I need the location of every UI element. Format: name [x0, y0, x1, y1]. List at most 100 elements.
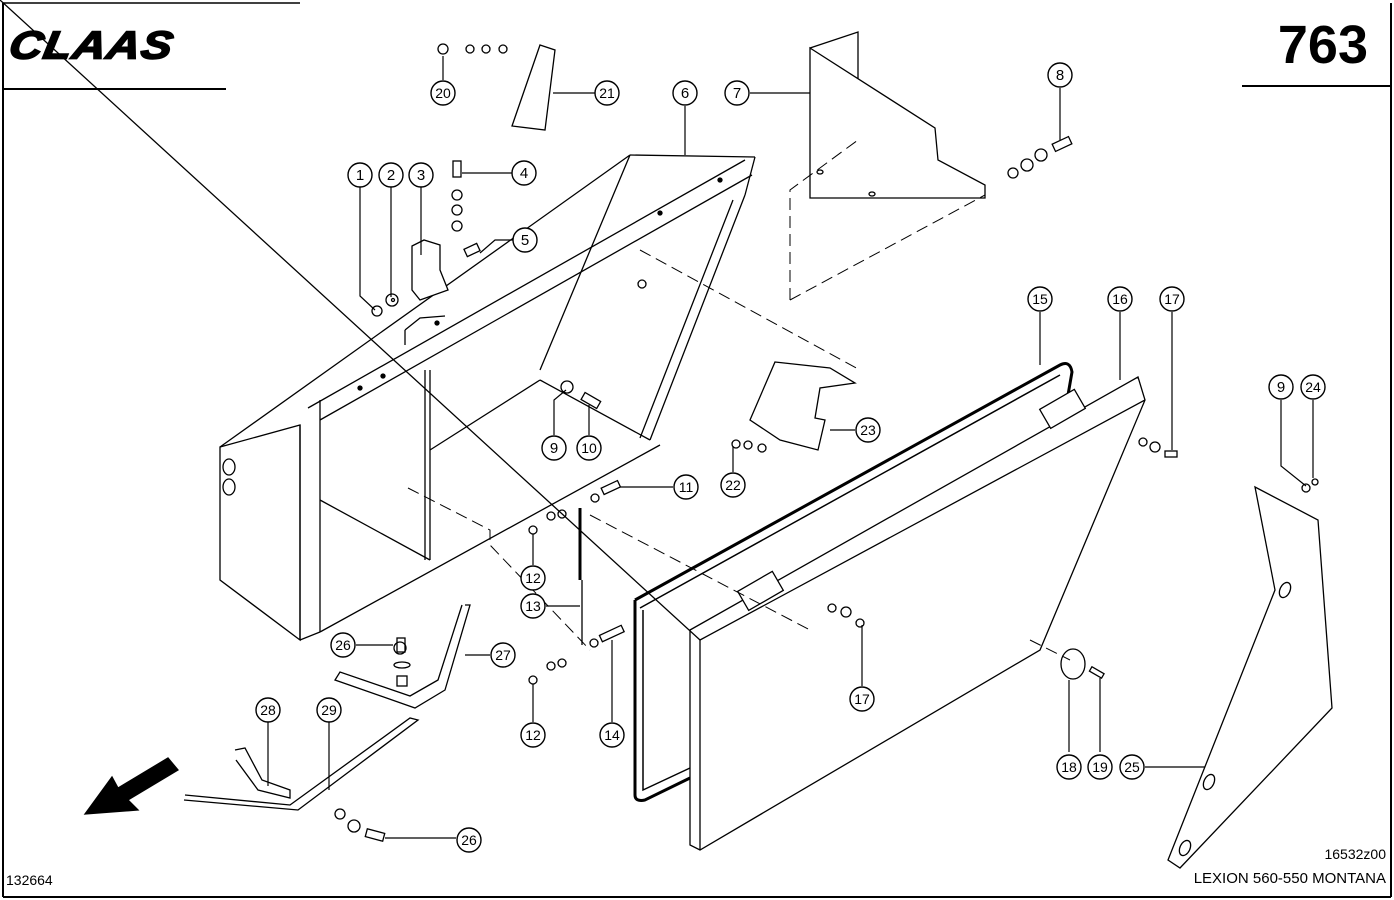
callout-circle — [255, 697, 281, 723]
callout-circle — [849, 686, 875, 712]
callout-9a: 9 — [541, 435, 567, 461]
callout-13: 13 — [520, 593, 546, 619]
callout-24: 24 — [1300, 374, 1326, 400]
callout-label: 13 — [525, 598, 541, 614]
callout-label: 9 — [1277, 379, 1285, 396]
callout-circle — [316, 697, 342, 723]
callout-circle — [576, 435, 602, 461]
callout-3: 3 — [408, 162, 434, 188]
callout-label: 29 — [321, 702, 337, 718]
callout-17b: 17 — [849, 686, 875, 712]
part-16-door — [0, 0, 1146, 851]
callout-14: 14 — [599, 722, 625, 748]
callout-17a: 17 — [1159, 286, 1185, 312]
callout-label: 10 — [581, 440, 597, 456]
callout-label: 11 — [679, 479, 694, 495]
callout-18: 18 — [1056, 754, 1082, 780]
callout-2: 2 — [378, 162, 404, 188]
callout-11: 11 — [673, 474, 699, 500]
callout-circle — [1268, 374, 1294, 400]
callout-circle — [724, 80, 750, 106]
callout-5: 5 — [512, 227, 538, 253]
callout-circle — [520, 593, 546, 619]
callout-label: 16 — [1112, 291, 1128, 307]
callout-label: 20 — [435, 85, 451, 101]
model-name: LEXION 560-550 MONTANA — [1193, 870, 1386, 887]
callout-label: 7 — [733, 85, 741, 102]
callout-circle — [378, 162, 404, 188]
callout-circle — [330, 632, 356, 658]
callout-circle — [490, 642, 516, 668]
callout-circle — [520, 722, 546, 748]
part-28-bracket — [234, 747, 291, 799]
callout-label: 18 — [1061, 759, 1077, 775]
callout-circle — [720, 472, 746, 498]
callout-label: 4 — [520, 165, 528, 182]
callout-26b: 26 — [456, 827, 482, 853]
callout-label: 8 — [1056, 67, 1064, 84]
callout-20: 20 — [430, 80, 456, 106]
callout-circle — [520, 565, 546, 591]
callout-23: 23 — [855, 417, 881, 443]
callout-circle — [347, 162, 373, 188]
callout-circle — [512, 227, 538, 253]
drawing-number: 132664 — [6, 872, 53, 888]
reference-code: 16532z00 — [1324, 846, 1386, 862]
callout-label: 28 — [260, 702, 276, 718]
callout-8: 8 — [1047, 62, 1073, 88]
page-number: 763 — [1277, 15, 1368, 75]
part-13-gas-strut — [578, 508, 583, 645]
callout-label: 27 — [495, 647, 511, 663]
callout-circle — [673, 474, 699, 500]
part-23-guard — [749, 361, 857, 451]
callout-16: 16 — [1107, 286, 1133, 312]
callout-4: 4 — [511, 160, 537, 186]
part-21-bracket — [511, 44, 556, 131]
callout-1: 1 — [347, 162, 373, 188]
fasteners — [334, 43, 1319, 842]
callout-label: 22 — [725, 477, 741, 493]
callout-circle — [599, 722, 625, 748]
callout-29: 29 — [316, 697, 342, 723]
callout-7: 7 — [724, 80, 750, 106]
callout-22: 22 — [720, 472, 746, 498]
callout-label: 12 — [525, 727, 541, 743]
callout-circle — [1107, 286, 1133, 312]
callout-label: 17 — [1164, 291, 1180, 307]
leader-lines — [267, 56, 1314, 839]
callout-label: 14 — [604, 727, 620, 743]
callout-label: 17 — [854, 691, 870, 707]
callout-circle — [1119, 754, 1145, 780]
callout-9b: 9 — [1268, 374, 1294, 400]
callout-circle — [408, 162, 434, 188]
callout-label: 24 — [1305, 379, 1321, 395]
callout-12a: 12 — [520, 565, 546, 591]
callout-12b: 12 — [520, 722, 546, 748]
callout-28: 28 — [255, 697, 281, 723]
callout-circle — [1056, 754, 1082, 780]
travel-direction-arrow-icon — [83, 757, 179, 815]
assembly-guide-lines — [407, 139, 1071, 661]
callout-label: 6 — [681, 85, 689, 102]
callout-10: 10 — [576, 435, 602, 461]
callout-label: 15 — [1032, 291, 1048, 307]
callout-25: 25 — [1119, 754, 1145, 780]
callout-19: 19 — [1087, 754, 1113, 780]
callout-circle — [430, 80, 456, 106]
callout-circle — [541, 435, 567, 461]
callout-circle — [456, 827, 482, 853]
callout-circle — [1300, 374, 1326, 400]
part-6-frame — [219, 154, 756, 642]
part-25-side-plate — [1167, 485, 1333, 869]
callout-circle — [594, 80, 620, 106]
callout-label: 9 — [550, 440, 558, 457]
callout-circle — [1087, 754, 1113, 780]
callout-27: 27 — [490, 642, 516, 668]
callout-label: 2 — [387, 167, 395, 184]
callout-21: 21 — [594, 80, 620, 106]
part-27-bar — [334, 604, 471, 709]
